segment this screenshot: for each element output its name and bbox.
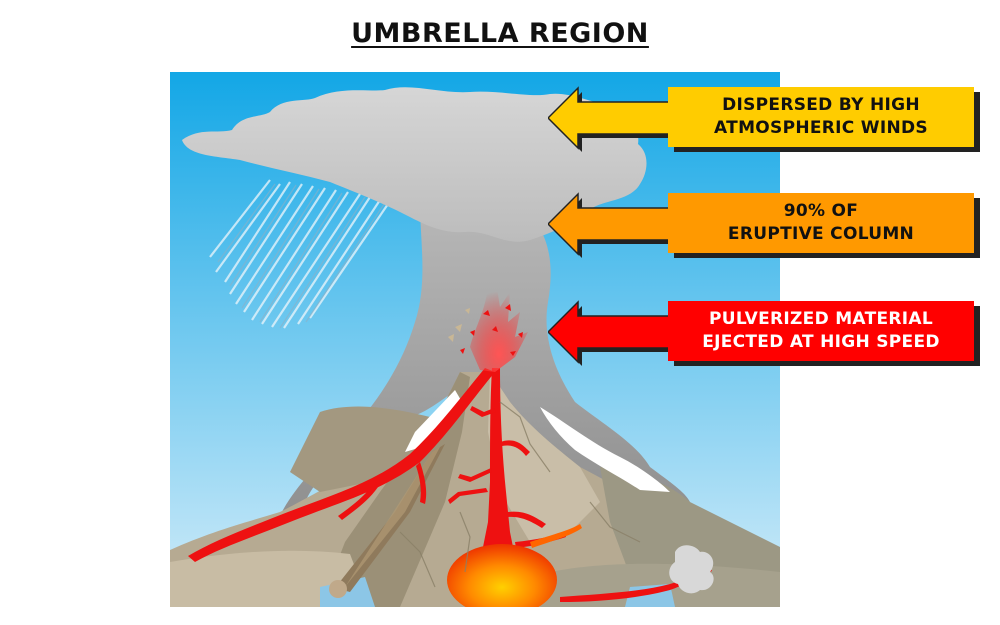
callout-eruptive-column: 90% OF ERUPTIVE COLUMN [548,190,980,265]
magma-conduit [480,368,516,562]
callout-label: DISPERSED BY HIGH ATMOSPHERIC WINDS [714,95,928,138]
snow-patch-right [540,407,670,492]
callout-dispersed: DISPERSED BY HIGH ATMOSPHERIC WINDS [548,84,980,159]
volcano-illustration [170,72,780,607]
page-title: UMBRELLA REGION [351,18,649,49]
eruption-burst [470,282,528,372]
lava-flow-left [188,368,495,562]
callout-label: PULVERIZED MATERIAL EJECTED AT HIGH SPEE… [702,309,940,352]
snow-patch-left [405,390,462,452]
umbrella-cloud [182,87,647,242]
callout-pulverized: PULVERIZED MATERIAL EJECTED AT HIGH SPEE… [548,298,980,373]
ejected-fragments [460,304,523,356]
rain-streaks [209,179,389,329]
callout-label: 90% OF ERUPTIVE COLUMN [727,201,915,244]
magma-chamber [447,544,557,607]
